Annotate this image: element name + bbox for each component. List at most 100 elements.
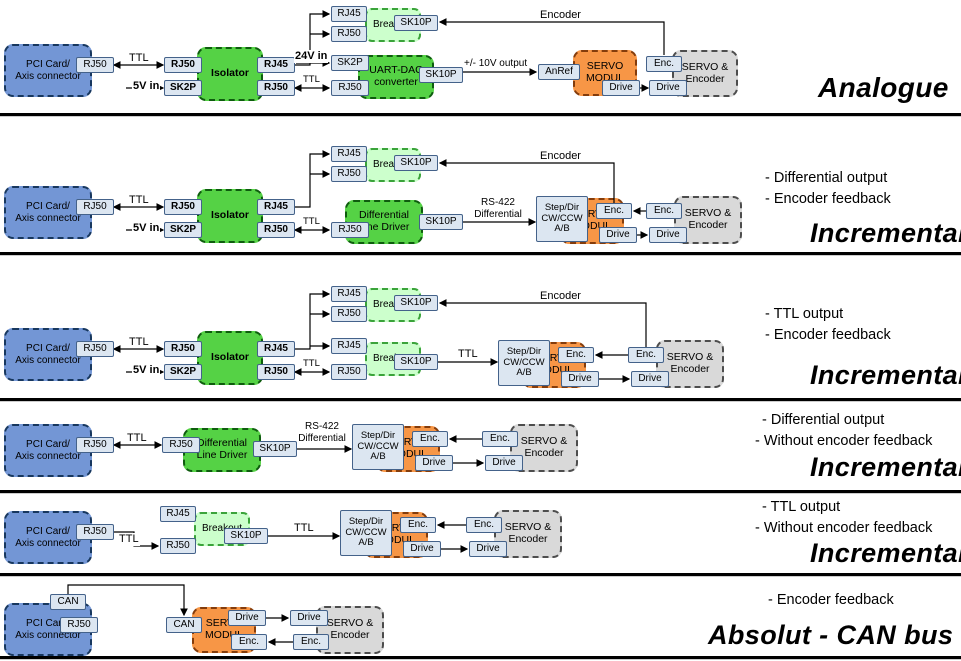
step-dir-port: Step/Dir CW/CCW A/B <box>498 340 550 386</box>
feature-note: - Without encoder feedback <box>755 433 933 449</box>
rj45-port: RJ45 <box>257 57 295 73</box>
rj50-port: RJ50 <box>331 222 369 238</box>
rj50-port: RJ50 <box>76 341 114 357</box>
enc-port: Enc. <box>293 634 329 650</box>
sk2p-port: SK2P <box>164 364 202 380</box>
enc-port: Enc. <box>646 56 682 72</box>
feature-note: - Encoder feedback <box>765 191 891 207</box>
wire-label: TTL <box>118 533 140 546</box>
rj50-port: RJ50 <box>164 57 202 73</box>
enc-port: Enc. <box>231 634 267 650</box>
rj50-port: RJ50 <box>164 199 202 215</box>
wire-label: TTL <box>129 336 149 348</box>
wire <box>295 150 331 208</box>
section-divider <box>0 490 961 494</box>
step-dir-port: Step/Dir CW/CCW A/B <box>340 510 392 556</box>
drive-port: Drive <box>649 80 687 96</box>
uart-dac-converter-box: UART-DAC converter <box>358 55 434 99</box>
rj45-port: RJ45 <box>257 199 295 215</box>
pci-card-box: PCI Card/ Axis connector <box>4 511 92 564</box>
rj50-port: RJ50 <box>257 364 295 380</box>
step-dir-port: Step/Dir CW/CCW A/B <box>536 196 588 242</box>
feature-note: - Differential output <box>762 412 885 428</box>
wire-label: TTL <box>127 432 147 444</box>
wire-label: 24V in <box>294 50 329 63</box>
wire <box>438 18 665 55</box>
wire-label: Encoder <box>540 290 581 302</box>
wire <box>438 299 647 347</box>
rj50-port: RJ50 <box>76 524 114 540</box>
rj50-port: RJ50 <box>76 199 114 215</box>
can-port: CAN <box>166 617 202 633</box>
drive-port: Drive <box>469 541 507 557</box>
wire <box>295 10 331 66</box>
wire <box>438 159 615 203</box>
enc-port: Enc. <box>628 347 664 363</box>
isolator-box: Isolator <box>197 189 263 243</box>
wire <box>295 290 331 350</box>
rj45-port: RJ45 <box>331 286 367 302</box>
wire-label: TTL <box>294 522 314 534</box>
rj50-port: RJ50 <box>331 364 367 380</box>
sk2p-port: SK2P <box>164 222 202 238</box>
rj50-port: RJ50 <box>331 80 369 96</box>
enc-port: Enc. <box>400 517 436 533</box>
enc-port: Enc. <box>412 431 448 447</box>
section-divider <box>0 398 961 402</box>
sk2p-port: SK2P <box>331 55 369 71</box>
drive-port: Drive <box>228 610 266 626</box>
section-heading-incremental-ttl-enc: Incremental <box>810 360 961 390</box>
rj50-port: RJ50 <box>331 306 367 322</box>
sk2p-port: SK2P <box>164 80 202 96</box>
wire <box>67 584 188 617</box>
rj50-port: RJ50 <box>76 57 114 73</box>
section-divider <box>0 252 961 256</box>
sk10p-port: SK10P <box>224 528 268 544</box>
enc-port: Enc. <box>558 347 594 363</box>
pci-card-box: PCI Card/ Axis connector <box>4 328 92 381</box>
isolator-box: Isolator <box>197 47 263 101</box>
feature-note: - Encoder feedback <box>765 327 891 343</box>
feature-note: - Without encoder feedback <box>755 520 933 536</box>
rj45-port: RJ45 <box>331 338 367 354</box>
rj50-port: RJ50 <box>331 166 367 182</box>
drive-port: Drive <box>415 455 453 471</box>
drive-port: Drive <box>602 80 640 96</box>
wire-label: +/- 10V output <box>464 58 528 69</box>
step-dir-port: Step/Dir CW/CCW A/B <box>352 424 404 470</box>
sk10p-port: SK10P <box>419 67 463 83</box>
enc-port: Enc. <box>466 517 502 533</box>
sk10p-port: SK10P <box>394 354 438 370</box>
drive-port: Drive <box>631 371 669 387</box>
feature-note: - TTL output <box>765 306 844 322</box>
enc-port: Enc. <box>596 203 632 219</box>
enc-port: Enc. <box>646 203 682 219</box>
wire-label: RS-422 Differential <box>474 197 522 220</box>
drive-port: Drive <box>649 227 687 243</box>
drive-port: Drive <box>561 371 599 387</box>
wire-label: Encoder <box>540 150 581 162</box>
wire-label: Encoder <box>540 9 581 21</box>
sk10p-port: SK10P <box>394 295 438 311</box>
feature-note: - TTL output <box>762 499 841 515</box>
wire-label: TTL <box>458 348 478 360</box>
isolator-box: Isolator <box>197 331 263 385</box>
section-heading-incremental-diff-noenc: Incremental <box>810 452 961 482</box>
rj50-port: RJ50 <box>331 26 367 42</box>
drive-port: Drive <box>485 455 523 471</box>
section-heading-incremental-ttl-noenc: Incremental <box>810 538 961 568</box>
sk10p-port: SK10P <box>394 155 438 171</box>
section-heading-incremental-diff-enc: Incremental <box>810 218 961 248</box>
wire-label: 5V in <box>132 80 161 93</box>
sk10p-port: SK10P <box>253 441 297 457</box>
sk10p-port: SK10P <box>394 15 438 31</box>
wire-label: TTL <box>129 194 149 206</box>
wire-label: RS-422 Differential <box>298 421 346 444</box>
wire-label: TTL <box>302 216 321 228</box>
feature-note: - Differential output <box>765 170 888 186</box>
section-heading-absolut-can: Absolut - CAN bus <box>708 620 954 650</box>
drive-port: Drive <box>290 610 328 626</box>
can-port: CAN <box>50 594 86 610</box>
rj45-port: RJ45 <box>331 6 367 22</box>
